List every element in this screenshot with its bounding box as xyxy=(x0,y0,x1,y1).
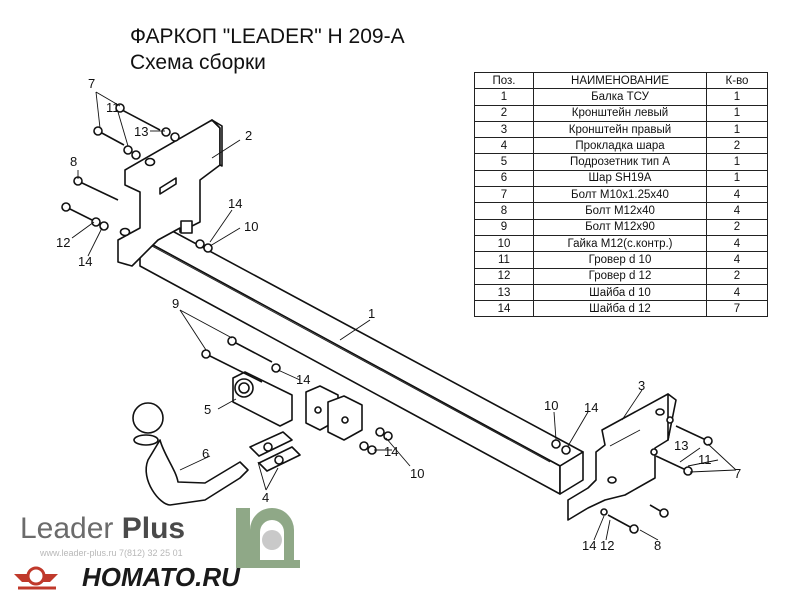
cell-name: Болт М12х40 xyxy=(533,202,707,220)
callout-labels: 7 11 13 2 8 14 10 12 14 1 9 14 5 6 4 10 … xyxy=(56,76,741,553)
ball-shim-part-4 xyxy=(249,431,301,472)
left-bracket-part-2 xyxy=(117,119,223,267)
title-line-2: Схема сборки xyxy=(130,51,266,74)
callout-8: 8 xyxy=(70,154,77,169)
callout-4: 4 xyxy=(262,490,269,505)
callout-13-right: 13 xyxy=(674,438,688,453)
callout-11: 11 xyxy=(106,100,120,115)
cell-name: Болт М10х1.25х40 xyxy=(533,186,707,204)
leader-plus-logo-text: Leader Plus xyxy=(20,512,185,546)
diagram-title: ФАРКОП "LEADER" H 209-A Схема сборки xyxy=(130,24,405,76)
callout-14-bottom: 14 xyxy=(582,538,596,553)
callout-10-mid: 10 xyxy=(410,466,424,481)
beam-part-1 xyxy=(139,225,584,495)
callout-3: 3 xyxy=(638,378,645,393)
callout-12-bottom: 12 xyxy=(600,538,614,553)
leader-plus-logo-mark xyxy=(236,508,300,568)
callout-14-left: 14 xyxy=(228,196,242,211)
callout-7: 7 xyxy=(88,76,95,91)
callout-8-bottom: 8 xyxy=(654,538,661,553)
callout-11-right: 11 xyxy=(698,452,712,467)
callout-2: 2 xyxy=(245,128,252,143)
callout-14-center: 14 xyxy=(384,444,398,459)
ball-mount-plate xyxy=(232,371,293,427)
fasteners xyxy=(61,103,713,534)
cell-name: Гровер d 10 xyxy=(533,251,707,269)
homato-logo-text: HOMATO.RU xyxy=(82,562,240,592)
callout-13: 13 xyxy=(134,124,148,139)
callout-6: 6 xyxy=(202,446,209,461)
callout-14-mid: 14 xyxy=(296,372,310,387)
callout-14-lower: 14 xyxy=(78,254,92,269)
tow-ball-part-6 xyxy=(132,402,249,506)
callout-12-left: 12 xyxy=(56,235,70,250)
callout-1: 1 xyxy=(368,306,375,321)
logo-url-text: www.leader-plus.ru 7(812) 32 25 01 xyxy=(40,548,183,558)
callout-10-left: 10 xyxy=(244,219,258,234)
title-line-1: ФАРКОП "LEADER" H 209-A xyxy=(130,25,405,48)
callout-9: 9 xyxy=(172,296,179,311)
callout-10-right: 10 xyxy=(544,398,558,413)
cell-qty: 7 xyxy=(706,300,768,318)
logo-plus-word: Plus xyxy=(121,512,186,545)
cell-name: Кронштейн правый xyxy=(533,120,707,139)
callout-5: 5 xyxy=(204,402,211,417)
cell-name: Шайба d 12 xyxy=(533,300,707,318)
leader-lines xyxy=(71,91,737,541)
beam-mount-plates xyxy=(305,385,363,441)
callout-14-right: 14 xyxy=(584,400,598,415)
callout-7-right: 7 xyxy=(734,466,741,481)
homato-logo-mark xyxy=(14,566,58,590)
logo-leader-word: Leader xyxy=(20,512,114,545)
cell-qty: 4 xyxy=(706,283,768,302)
